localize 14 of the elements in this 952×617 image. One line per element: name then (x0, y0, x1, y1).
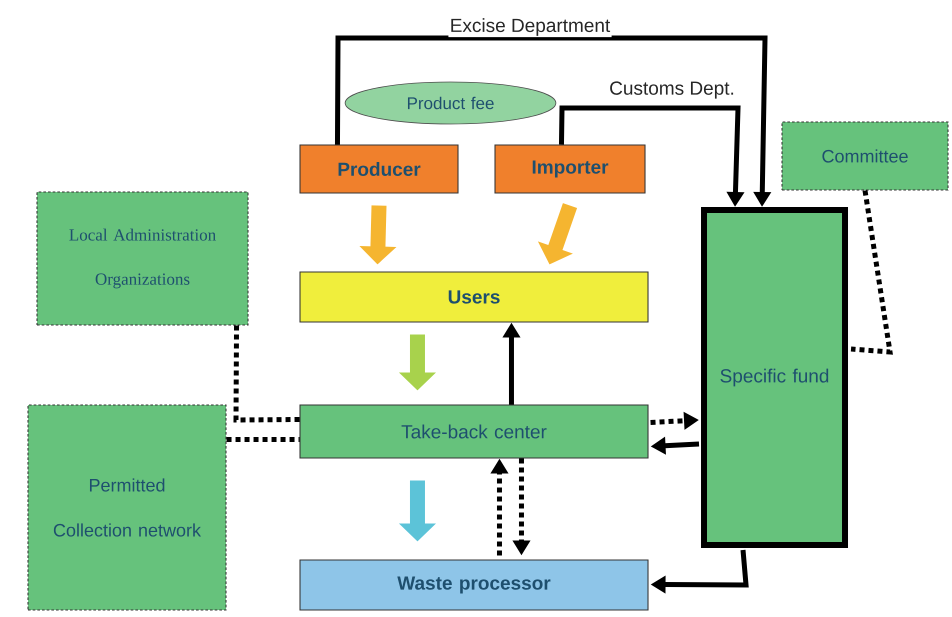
connector-line (850, 190, 893, 355)
dashed-box: Local Administration Organizations (36, 191, 249, 326)
connector-line (226, 436, 300, 442)
edge-label: Excise Department (448, 16, 612, 38)
fund-box: Specific fund (701, 207, 848, 548)
edge-label: Customs Dept. (608, 80, 736, 100)
process-box: Users (299, 271, 649, 323)
dashed-box: Committee (781, 121, 949, 191)
process-box: Take-back center (299, 404, 649, 459)
process-box: Waste processor (299, 559, 649, 611)
process-box: Producer (299, 144, 459, 194)
connector-line (234, 326, 300, 423)
process-box: Importer (494, 144, 646, 194)
dashed-box: Permitted Collection network (27, 404, 227, 611)
